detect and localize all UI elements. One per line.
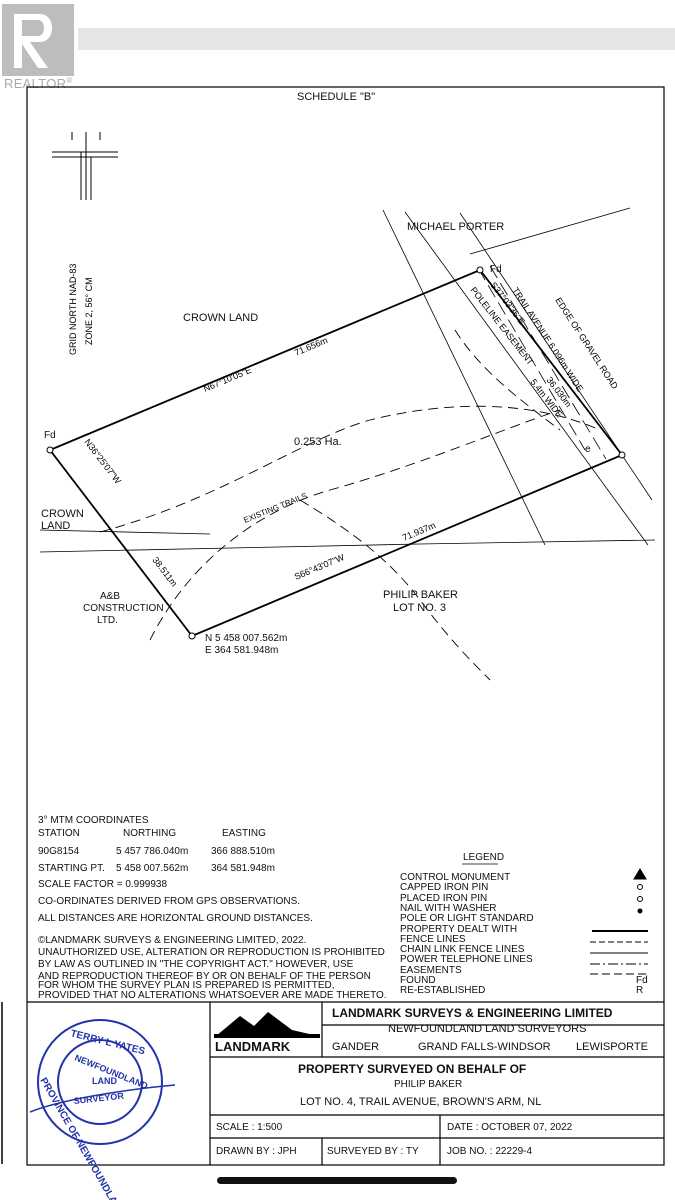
north-distance: 71.656m: [293, 335, 329, 358]
east-coordinate: E 364 581.948m: [205, 645, 279, 656]
crown-land-left-label-1: CROWN: [41, 508, 84, 520]
legend-item: CONTROL MONUMENT: [400, 872, 511, 883]
legend-item: CAPPED IRON PIN: [400, 882, 489, 894]
fd-top-label: Fd: [490, 264, 502, 275]
copyright-line-2: UNAUTHORIZED USE, ALTERATION OR REPRODUC…: [38, 947, 385, 958]
landmark-logo-text: LANDMARK: [215, 1039, 291, 1054]
property-heading: PROPERTY SURVEYED ON BEHALF OF: [298, 1062, 527, 1076]
fd-left-label: Fd: [44, 430, 56, 441]
trails-label: EXISTING TRAILS: [242, 491, 308, 525]
scale-value: SCALE : 1:500: [216, 1122, 283, 1133]
coord-col-station: STATION: [38, 828, 80, 839]
michael-porter-label: MICHAEL PORTER: [407, 221, 505, 233]
company-subtitle: NEWFOUNDLAND LAND SURVEYORS: [388, 1023, 587, 1035]
philip-baker-label: PHILIP BAKER: [383, 589, 458, 601]
coord-row2-easting: 364 581.948m: [211, 863, 275, 874]
coord-row1-station: 90G8154: [38, 846, 80, 857]
crown-land-left-label-2: LAND: [41, 520, 71, 532]
scale-factor: SCALE FACTOR = 0.999938: [38, 879, 168, 890]
area-label: 0.253 Ha.: [294, 436, 342, 448]
legend-item: FENCE LINES: [400, 933, 466, 945]
legend-item: CHAIN LINK FENCE LINES: [400, 944, 525, 956]
south-distance: 71.937m: [401, 520, 437, 543]
trail-avenue-label: TRAIL AVENUE 6.096m WIDE: [510, 286, 585, 394]
city-grand-falls: GRAND FALLS-WINDSOR: [418, 1041, 551, 1053]
north-label-1: GRID NORTH NAD-83: [68, 264, 78, 355]
surveyor-seal-icon: [29, 1019, 176, 1145]
copyright-line-1: ©LANDMARK SURVEYS & ENGINEERING LIMITED,…: [38, 935, 307, 946]
lot-description: LOT NO. 4, TRAIL AVENUE, BROWN'S ARM, NL: [300, 1096, 542, 1108]
legend-item: NAIL WITH WASHER: [400, 902, 497, 914]
legend-item: POWER TELEPHONE LINES: [400, 954, 533, 966]
legend-symbol-re-established: R: [636, 985, 644, 997]
legend-symbol: Fd: [636, 975, 648, 986]
top-bar: [78, 28, 675, 50]
pin-north: [476, 266, 484, 274]
schedule-title: SCHEDULE "B": [297, 91, 376, 103]
date-value: DATE : OCTOBER 07, 2022: [447, 1122, 573, 1133]
coord-row1-easting: 366 888.510m: [211, 846, 275, 857]
svg-text:LAND: LAND: [92, 1076, 117, 1086]
crown-land-top-label: CROWN LAND: [183, 312, 259, 324]
west-bearing: N36°25'07"W: [82, 437, 123, 486]
pin-west: [46, 446, 54, 454]
existing-trails: [99, 329, 601, 681]
coord-col-northing: NORTHING: [123, 828, 177, 839]
sheet-border: [26, 86, 665, 1166]
svg-text:e: e: [585, 444, 591, 455]
gravel-road-label: EDGE OF GRAVEL ROAD: [553, 296, 620, 392]
lot-3-label: LOT NO. 3: [393, 602, 446, 614]
coord-row2-northing: 5 458 007.562m: [116, 863, 189, 874]
surveyed-by: SURVEYED BY : TY: [327, 1146, 419, 1157]
coord-col-easting: EASTING: [222, 828, 266, 839]
realtor-logo-icon: [2, 4, 74, 76]
legend-item: PROPERTY DEALT WITH: [400, 923, 518, 935]
ab-label-3: LTD.: [97, 615, 118, 626]
north-coordinate: N 5 458 007.562m: [205, 633, 288, 644]
seal-text: TERRY L YATES NEWFOUNDLAND LAND SURVEYOR…: [37, 1028, 149, 1200]
ab-label-2: CONSTRUCTION: [83, 603, 164, 614]
legend-item: RE-ESTABLISHED: [400, 985, 486, 997]
coord-note-1: CO-ORDINATES DERIVED FROM GPS OBSERVATIO…: [38, 896, 301, 907]
coord-row2-station: STARTING PT.: [38, 863, 105, 874]
title-block-frame: [27, 1001, 664, 1165]
copyright-line-6: PROVIDED THAT NO ALTERATIONS WHATSOEVER …: [38, 990, 387, 1001]
coord-row1-northing: 5 457 786.040m: [116, 846, 189, 857]
legend-symbols: [462, 863, 648, 975]
drawn-by: DRAWN BY : JPH: [216, 1146, 297, 1157]
ab-label-1: A&B: [99, 591, 120, 602]
job-number: JOB NO. : 22229-4: [447, 1146, 533, 1157]
south-bearing: S66°43'07"W: [293, 552, 346, 582]
coord-note-2: ALL DISTANCES ARE HORIZONTAL GROUND DIST…: [38, 913, 313, 924]
landmark-logo-icon: [214, 1012, 320, 1038]
company-name: LANDMARK SURVEYS & ENGINEERING LIMITED: [332, 1006, 613, 1020]
north-label-2: ZONE 2, 56° CM: [84, 277, 94, 345]
copyright-line-4: AND REPRODUCTION THEREOF BY OR ON BEHALF…: [38, 971, 371, 982]
legend-item: POLE OR LIGHT STANDARD: [400, 913, 534, 925]
easement-lines: [477, 265, 607, 460]
copyright-line-3: BY LAW AS OUTLINED IN "THE COPYRIGHT ACT…: [38, 959, 354, 970]
west-distance: 38.511m: [150, 555, 179, 588]
pin-east: [618, 451, 626, 459]
legend-title: LEGEND: [463, 852, 505, 863]
copyright-line-5: FOR WHOM THE SURVEY PLAN IS PREPARED IS …: [38, 980, 335, 991]
coord-heading: 3° MTM COORDINATES: [38, 815, 149, 826]
city-lewisporte: LEWISPORTE: [576, 1041, 648, 1053]
pin-south: [188, 632, 196, 640]
owner-name: PHILIP BAKER: [394, 1079, 463, 1090]
north-arrow-icon: [52, 132, 118, 200]
home-indicator[interactable]: [217, 1177, 457, 1184]
svg-text:SURVEYOR: SURVEYOR: [73, 1091, 125, 1106]
legend-item: EASEMENTS: [400, 964, 462, 976]
legend-item: PLACED IRON PIN: [400, 892, 488, 904]
road-lines: [39, 207, 656, 553]
city-gander: GANDER: [332, 1041, 380, 1053]
north-bearing: N67°10'05"E: [202, 365, 253, 394]
